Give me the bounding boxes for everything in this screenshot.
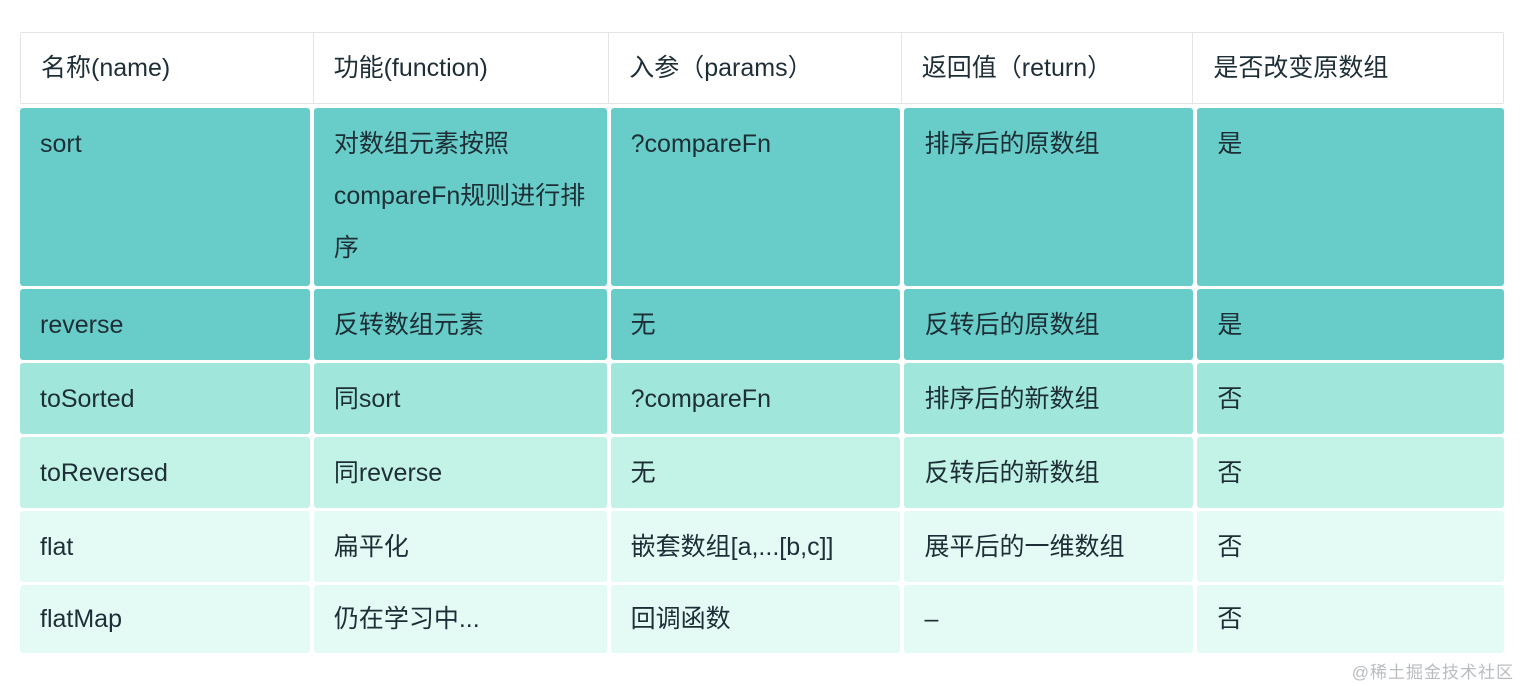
header-name: 名称(name) [21,33,314,103]
cell-tosorted-mutates: 否 [1197,363,1504,434]
cell-sort-mutates: 是 [1197,108,1504,286]
cell-toreversed-return: 反转后的新数组 [904,437,1194,508]
table-row-reverse: reverse 反转数组元素 无 反转后的原数组 是 [20,289,1504,360]
table-header-row: 名称(name) 功能(function) 入参（params） 返回值（ret… [20,32,1504,104]
cell-reverse-mutates: 是 [1197,289,1504,360]
cell-sort-return: 排序后的原数组 [904,108,1194,286]
cell-toreversed-name: toReversed [20,437,310,508]
cell-tosorted-return: 排序后的新数组 [904,363,1194,434]
table-row-toreversed: toReversed 同reverse 无 反转后的新数组 否 [20,437,1504,508]
cell-flatmap-return: – [904,585,1194,653]
cell-sort-name: sort [20,108,310,286]
cell-sort-params: ?compareFn [610,108,901,286]
cell-toreversed-mutates: 否 [1197,437,1504,508]
table-row-sort: sort 对数组元素按照compareFn规则进行排序 ?compareFn 排… [20,108,1504,286]
cell-toreversed-function: 同reverse [313,437,607,508]
cell-flatmap-params: 回调函数 [610,585,901,653]
cell-flat-function: 扁平化 [313,511,607,582]
cell-toreversed-params: 无 [610,437,901,508]
header-mutates: 是否改变原数组 [1193,33,1503,103]
cell-sort-function: 对数组元素按照compareFn规则进行排序 [313,108,607,286]
cell-flatmap-function: 仍在学习中... [313,585,607,653]
cell-reverse-name: reverse [20,289,310,360]
cell-flatmap-mutates: 否 [1197,585,1504,653]
table-row-tosorted: toSorted 同sort ?compareFn 排序后的新数组 否 [20,363,1504,434]
cell-flatmap-name: flatMap [20,585,310,653]
header-params: 入参（params） [609,33,902,103]
cell-tosorted-function: 同sort [313,363,607,434]
cell-tosorted-name: toSorted [20,363,310,434]
cell-reverse-params: 无 [610,289,901,360]
cell-flat-mutates: 否 [1197,511,1504,582]
table-row-flatmap: flatMap 仍在学习中... 回调函数 – 否 [20,585,1504,653]
cell-reverse-function: 反转数组元素 [313,289,607,360]
cell-tosorted-params: ?compareFn [610,363,901,434]
juejin-watermark: @稀土掘金技术社区 [1351,663,1514,682]
array-methods-table: 名称(name) 功能(function) 入参（params） 返回值（ret… [20,32,1504,656]
cell-reverse-return: 反转后的原数组 [904,289,1194,360]
header-function: 功能(function) [313,33,610,103]
cell-flat-return: 展平后的一维数组 [904,511,1194,582]
table-row-flat: flat 扁平化 嵌套数组[a,...[b,c]] 展平后的一维数组 否 [20,511,1504,582]
header-return: 返回值（return） [901,33,1194,103]
cell-flat-params: 嵌套数组[a,...[b,c]] [610,511,901,582]
cell-flat-name: flat [20,511,310,582]
